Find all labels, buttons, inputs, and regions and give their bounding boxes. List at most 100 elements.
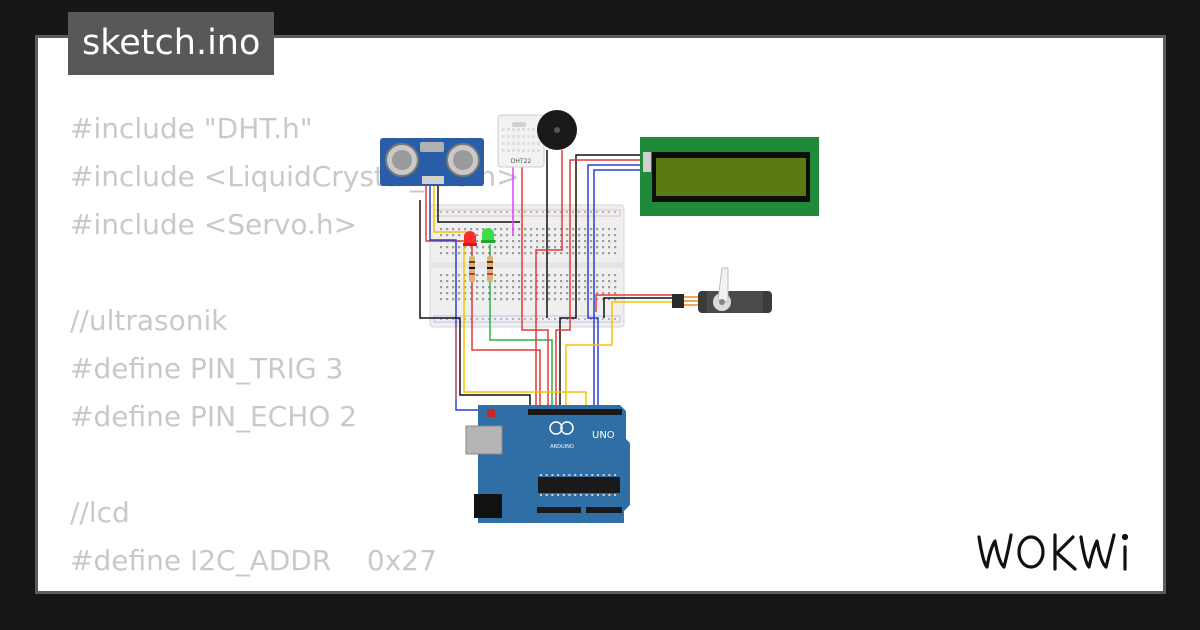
breadboard-hole	[608, 274, 611, 277]
code-preview: #include "DHT.h"#include <LiquidCrystal_…	[70, 105, 520, 591]
breadboard-hole	[530, 252, 533, 255]
breadboard-hole	[614, 298, 617, 301]
breadboard-hole	[446, 274, 449, 277]
breadboard-rail-hole	[554, 318, 556, 320]
breadboard-hole	[446, 292, 449, 295]
breadboard-hole	[512, 286, 515, 289]
breadboard-hole	[608, 292, 611, 295]
breadboard-hole	[530, 286, 533, 289]
breadboard-rail-hole	[566, 318, 568, 320]
breadboard-hole	[518, 298, 521, 301]
breadboard-hole	[584, 280, 587, 283]
breadboard-hole	[482, 246, 485, 249]
dht-vent	[532, 135, 535, 138]
breadboard-hole	[494, 274, 497, 277]
breadboard-hole	[596, 246, 599, 249]
breadboard-hole	[554, 286, 557, 289]
breadboard-hole	[542, 252, 545, 255]
breadboard-hole	[536, 234, 539, 237]
breadboard-hole	[548, 234, 551, 237]
breadboard-hole	[440, 280, 443, 283]
breadboard-hole	[578, 280, 581, 283]
breadboard-hole	[590, 286, 593, 289]
breadboard-rail-hole	[488, 318, 490, 320]
breadboard-hole	[542, 246, 545, 249]
breadboard-hole	[566, 274, 569, 277]
breadboard-hole	[506, 274, 509, 277]
breadboard-rail-hole	[446, 318, 448, 320]
dht-label: DHT22	[511, 158, 532, 165]
breadboard-hole	[452, 280, 455, 283]
breadboard-rail-hole	[548, 318, 550, 320]
breadboard-hole	[494, 240, 497, 243]
chip-pin	[540, 494, 542, 496]
breadboard-hole	[470, 252, 473, 255]
breadboard-hole	[452, 274, 455, 277]
breadboard-hole	[512, 252, 515, 255]
breadboard-rail-hole	[482, 211, 484, 213]
breadboard-hole	[542, 228, 545, 231]
breadboard-rail-hole	[602, 211, 604, 213]
breadboard-rail-hole	[518, 211, 520, 213]
breadboard-hole	[464, 280, 467, 283]
chip-pin	[579, 494, 582, 496]
breadboard-hole	[476, 234, 479, 237]
breadboard-rail-hole	[464, 318, 466, 320]
breadboard-hole	[542, 298, 545, 301]
breadboard-hole	[440, 252, 443, 255]
breadboard-hole	[554, 252, 557, 255]
breadboard-hole	[554, 292, 557, 295]
breadboard-hole	[512, 298, 515, 301]
breadboard-hole	[470, 246, 473, 249]
breadboard-hole	[482, 274, 485, 277]
chip-pin	[557, 494, 560, 496]
chip-pin	[585, 474, 588, 476]
breadboard-hole	[476, 252, 479, 255]
chip-pin	[591, 474, 594, 476]
wire-ultrasonic-echo	[433, 185, 470, 233]
breadboard-hole	[458, 228, 461, 231]
breadboard-rail-hole	[512, 318, 514, 320]
breadboard-hole	[572, 252, 575, 255]
breadboard-hole	[476, 228, 479, 231]
breadboard-hole	[548, 240, 551, 243]
wire-dht-vcc	[521, 165, 549, 410]
breadboard-hole	[542, 234, 545, 237]
breadboard-hole	[554, 280, 557, 283]
breadboard-hole	[584, 292, 587, 295]
breadboard-hole	[482, 252, 485, 255]
breadboard-hole	[560, 286, 563, 289]
chip-pin	[562, 474, 565, 476]
board-model-label: UNO	[592, 430, 615, 441]
breadboard-hole	[572, 274, 575, 277]
breadboard-hole	[602, 274, 605, 277]
breadboard-hole	[578, 298, 581, 301]
breadboard-hole	[596, 286, 599, 289]
breadboard-hole	[602, 280, 605, 283]
dht-vent	[522, 135, 525, 138]
breadboard-hole	[614, 252, 617, 255]
breadboard-rail-hole	[596, 318, 598, 320]
breadboard-hole	[566, 280, 569, 283]
breadboard-hole	[614, 274, 617, 277]
breadboard-hole	[512, 246, 515, 249]
breadboard-hole	[500, 286, 503, 289]
breadboard-hole	[440, 298, 443, 301]
breadboard-hole	[554, 228, 557, 231]
breadboard-hole	[614, 292, 617, 295]
breadboard-hole	[440, 234, 443, 237]
breadboard-hole	[608, 252, 611, 255]
breadboard-hole	[440, 286, 443, 289]
breadboard-hole	[554, 274, 557, 277]
breadboard-hole	[590, 274, 593, 277]
breadboard-hole	[548, 280, 551, 283]
chip-pin	[608, 494, 611, 496]
breadboard-hole	[470, 228, 473, 231]
wire-lcd-vcc	[555, 159, 641, 410]
breadboard-hole	[608, 286, 611, 289]
breadboard-hole	[536, 298, 539, 301]
wire-gnd-rail	[419, 200, 531, 410]
breadboard-hole	[494, 246, 497, 249]
breadboard-hole	[584, 286, 587, 289]
